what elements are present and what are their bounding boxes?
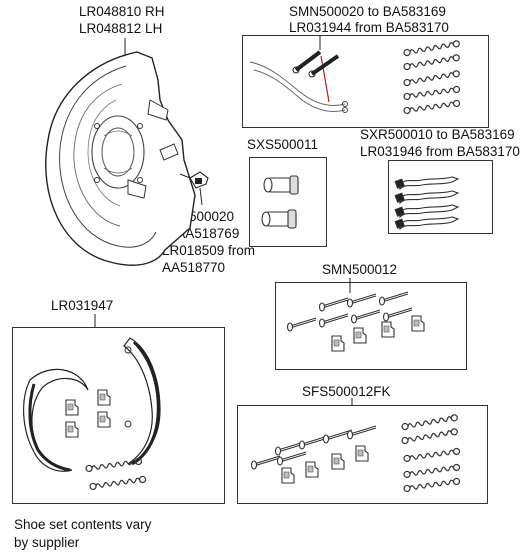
- pin-kit-label: SMN500012: [322, 262, 398, 277]
- spring-kit-top-label-2: LR031944 from BA583170: [289, 20, 449, 35]
- spring-kit-top-box: [242, 35, 489, 128]
- spring-kit-top-label-1: SMN500020 to BA583169: [289, 4, 446, 19]
- spring-kit-top-drawing: [249, 36, 461, 115]
- backing-plate-drawing: [45, 38, 196, 266]
- backing-plate-rh-label: LR048810 RH: [79, 4, 165, 19]
- shoe-set-drawing: [23, 314, 161, 491]
- strut-kit-drawing: [394, 176, 459, 230]
- shoe-set-note-2: by supplier: [14, 535, 80, 550]
- pin-kit-box: [275, 282, 467, 370]
- adjuster-box: [249, 157, 327, 247]
- backing-plate-lh-label: LR048812 LH: [79, 21, 163, 36]
- fitting-kit-drawing: [250, 398, 461, 493]
- fitting-kit-label: SFS500012FK: [302, 384, 391, 399]
- adjuster-label: SXS500011: [247, 137, 319, 152]
- shoe-set-box: [12, 327, 225, 504]
- bolt-label-3: LR018509 from: [162, 243, 256, 258]
- bolt-drawing: [179, 171, 209, 206]
- shoe-set-note-1: Shoe set contents vary: [14, 517, 152, 532]
- strut-kit-label-1: SXR500010 to BA583169: [360, 127, 515, 142]
- bolt-label-4: AA518770: [162, 260, 226, 275]
- pin-kit-drawing: [286, 278, 425, 352]
- strut-kit-label-2: LR031946 from BA583170: [360, 144, 520, 159]
- shoe-set-label: LR031947: [51, 298, 114, 313]
- adjuster-drawing: [261, 175, 299, 229]
